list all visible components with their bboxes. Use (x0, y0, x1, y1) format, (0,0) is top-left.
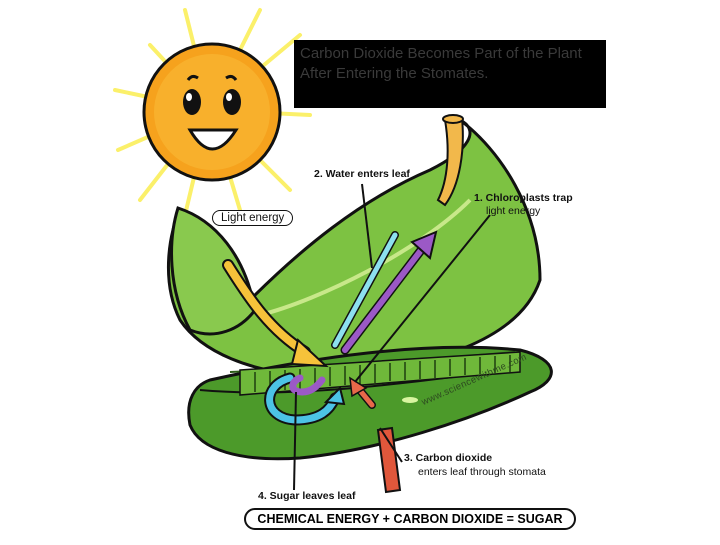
formula-text: CHEMICAL ENERGY + CARBON DIOXIDE = SUGAR (257, 512, 562, 526)
sugar-label: 4. Sugar leaves leaf (258, 490, 355, 502)
caption-text: Carbon Dioxide Becomes Part of the Plant… (300, 45, 582, 82)
chloroplasts-label-line2: light energy (486, 205, 540, 217)
co2-label-line2: enters leaf through stomata (418, 466, 546, 478)
co2-label-line1: 3. Carbon dioxide (404, 452, 492, 464)
water-label: 2. Water enters leaf (314, 168, 410, 180)
light-energy-label: Light energy (212, 210, 293, 226)
caption-box: Carbon Dioxide Becomes Part of the Plant… (294, 40, 606, 108)
formula-box: CHEMICAL ENERGY + CARBON DIOXIDE = SUGAR (244, 508, 576, 530)
chloroplasts-label-line1: 1. Chloroplasts trap (474, 192, 573, 204)
smiling-sun-icon (144, 44, 280, 180)
